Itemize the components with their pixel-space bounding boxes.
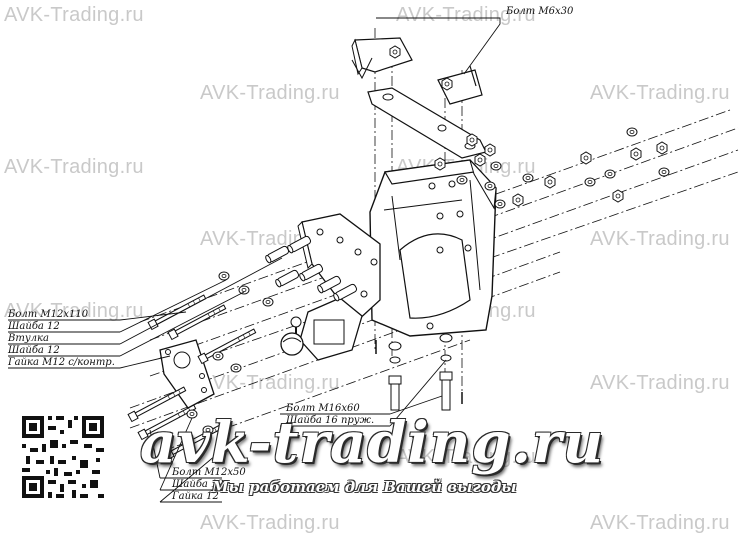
watermark: AVK-Trading.ru [590, 82, 730, 104]
callout-nut-12: Гайка 12 [172, 491, 219, 502]
watermark: AVK-Trading.ru [4, 4, 144, 26]
callout-washer-16-spring: Шайба 16 пруж. [286, 415, 375, 426]
watermark: AVK-Trading.ru [590, 372, 730, 394]
callout-bolt-m6x30: Болт М6х30 [506, 6, 574, 17]
callout-bushing: Втулка [8, 333, 49, 344]
callout-bolt-m12x110: Болт М12х110 [8, 309, 89, 320]
watermark: AVK-Trading.ru [396, 446, 536, 468]
callout-washer-12: Шайба 12 [172, 479, 224, 490]
qr-code [20, 414, 106, 500]
watermark: AVK-Trading.ru [4, 300, 144, 322]
callout-bolt-m12: Болт М12х50 [172, 467, 246, 478]
callout-washer-12: Шайба 12 [8, 321, 60, 332]
watermark: AVK-Trading.ru [200, 82, 340, 104]
brand-site-name: avk-trading.ru [140, 410, 605, 476]
watermark: AVK-Trading.ru [200, 372, 340, 394]
watermark: AVK-Trading.ru [4, 156, 144, 178]
callout-nut-m12-lock: Гайка М12 с/контр. [8, 357, 115, 368]
callout-bolt-m16x60: Болт М16х60 [286, 403, 360, 414]
callout-washer-12: Шайба 12 [8, 345, 60, 356]
brand-tagline: Мы работаем для Вашей выгоды [212, 478, 517, 496]
watermark: AVK-Trading.ru [396, 4, 536, 26]
watermark: AVK-Trading.ru [590, 228, 730, 250]
